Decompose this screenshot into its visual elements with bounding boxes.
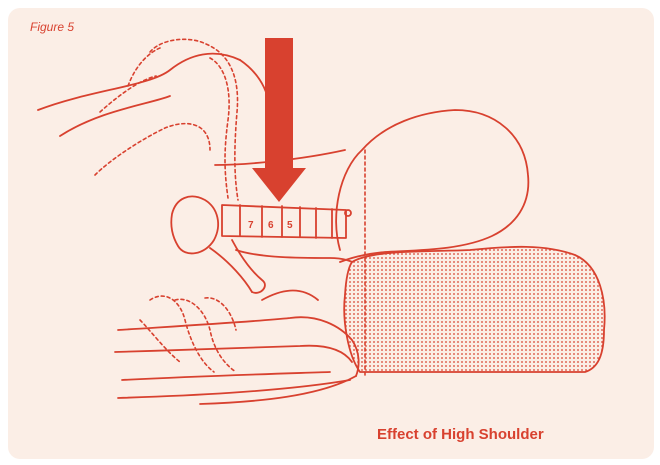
figure-number: Figure 5 (30, 20, 74, 34)
cervical-spine: 7 6 5 (222, 205, 351, 238)
scapula (171, 196, 218, 253)
pillow (344, 247, 604, 372)
figure-caption: Effect of High Shoulder (377, 426, 544, 443)
vertebra-label-c5: 5 (287, 220, 293, 231)
hand (150, 296, 236, 372)
back-contour (38, 54, 240, 110)
force-arrow (252, 38, 306, 202)
vertebra-label-c6: 6 (268, 220, 274, 231)
vertebra-label-c7: 7 (248, 220, 254, 231)
raised-shoulder (150, 39, 238, 200)
